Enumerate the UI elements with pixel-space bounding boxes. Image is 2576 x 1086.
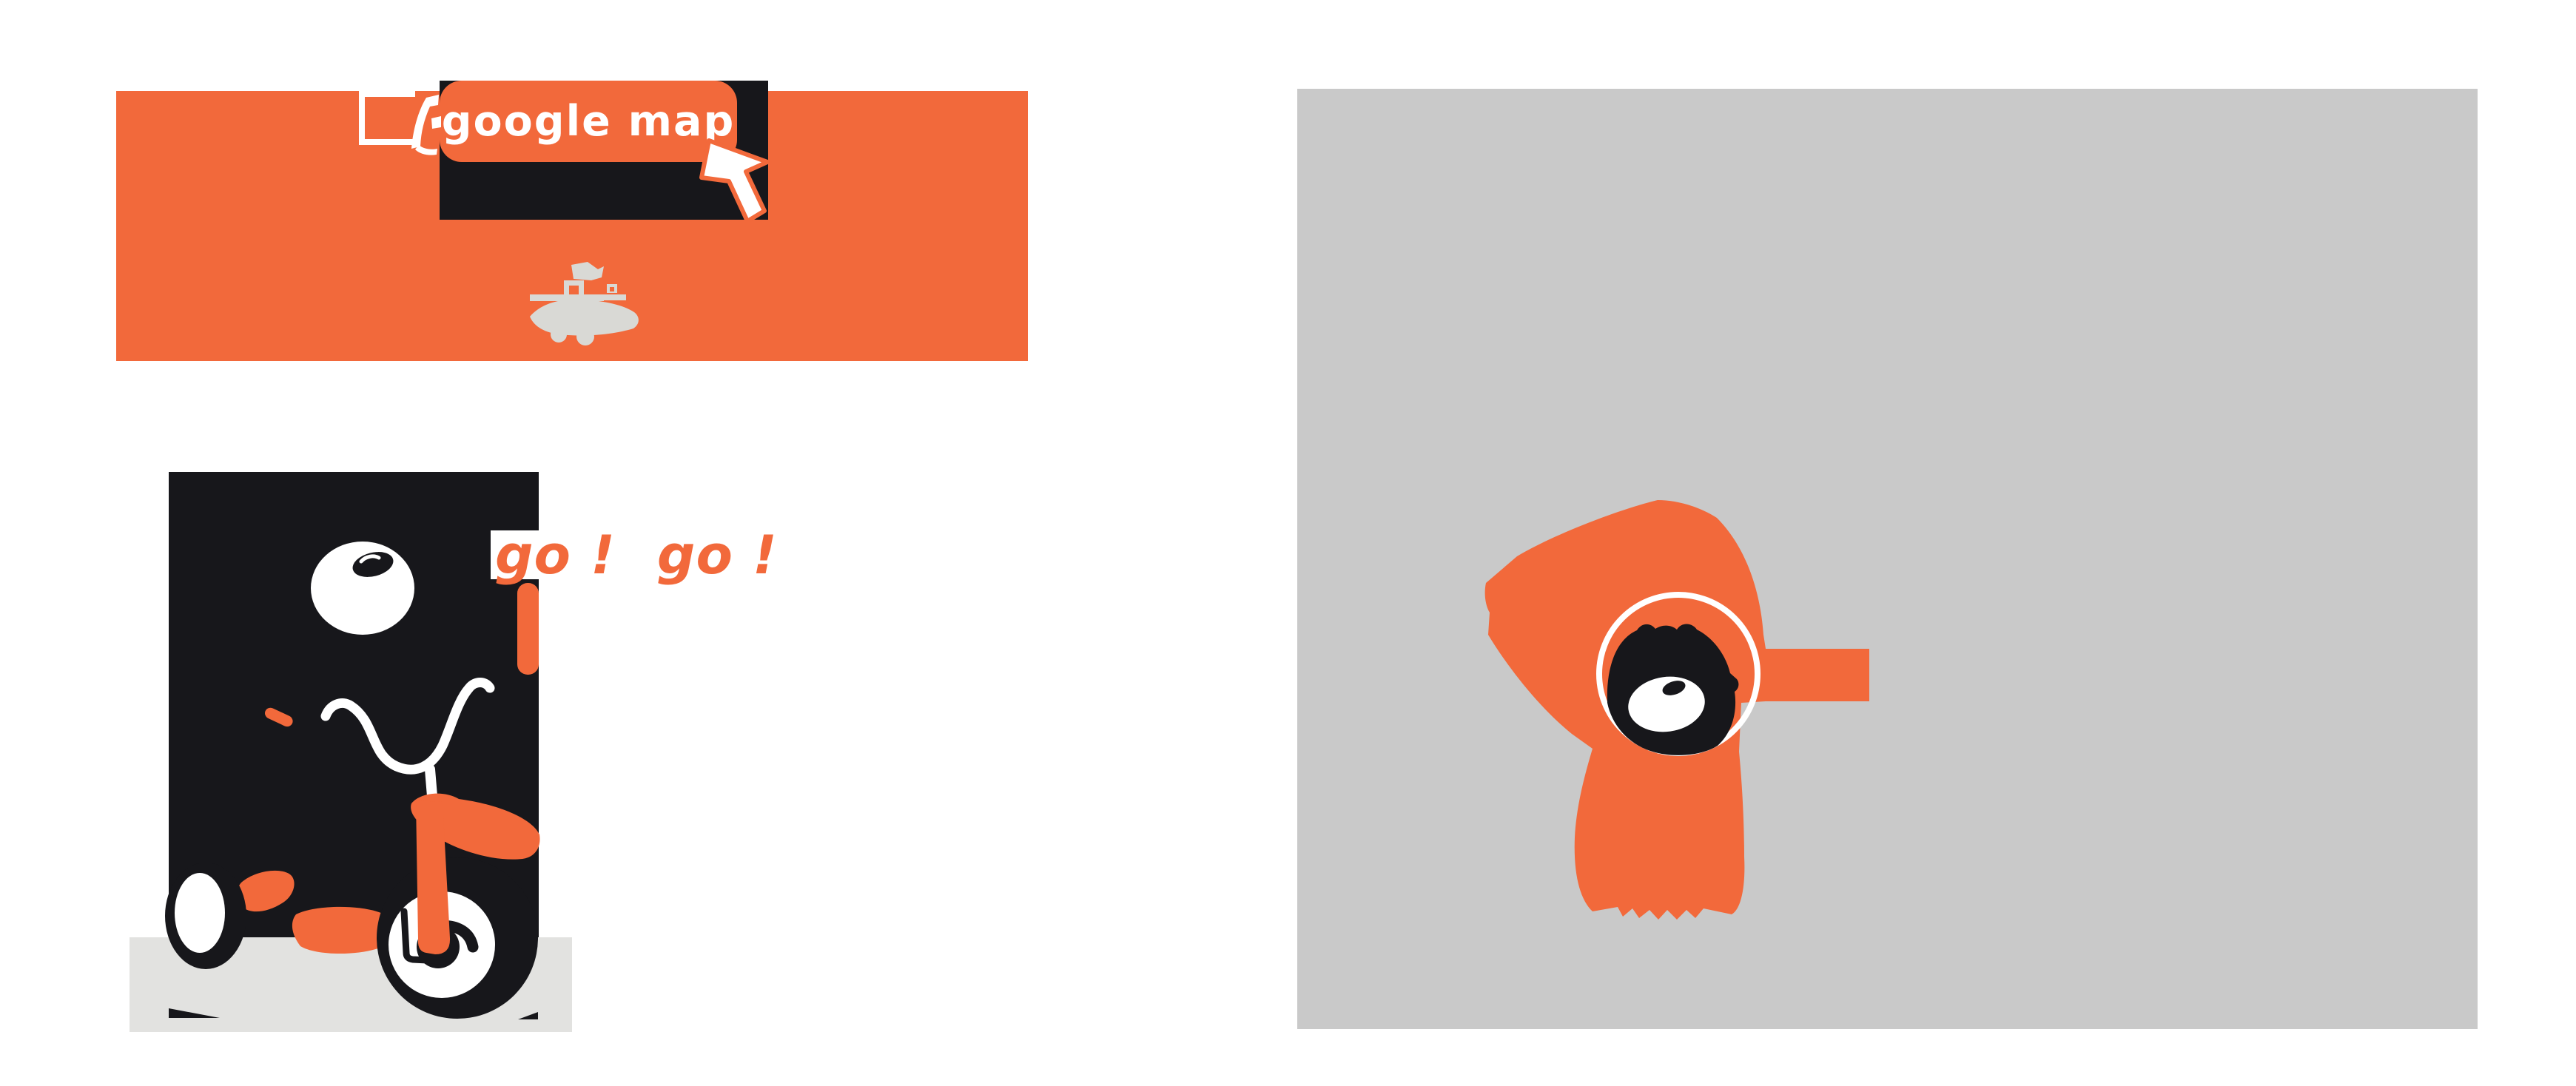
gray-panel xyxy=(1297,89,2478,1029)
cheer-text-2: go ! xyxy=(656,524,778,586)
character-block xyxy=(169,472,539,937)
orange-bar xyxy=(517,583,539,675)
ground-strip xyxy=(130,937,572,1032)
google-map-button[interactable]: google map xyxy=(440,81,737,162)
cheer-text-1: go ! xyxy=(495,524,616,586)
cheer-band: go ! go ! xyxy=(491,524,777,586)
google-map-button-label: google map xyxy=(441,97,736,146)
